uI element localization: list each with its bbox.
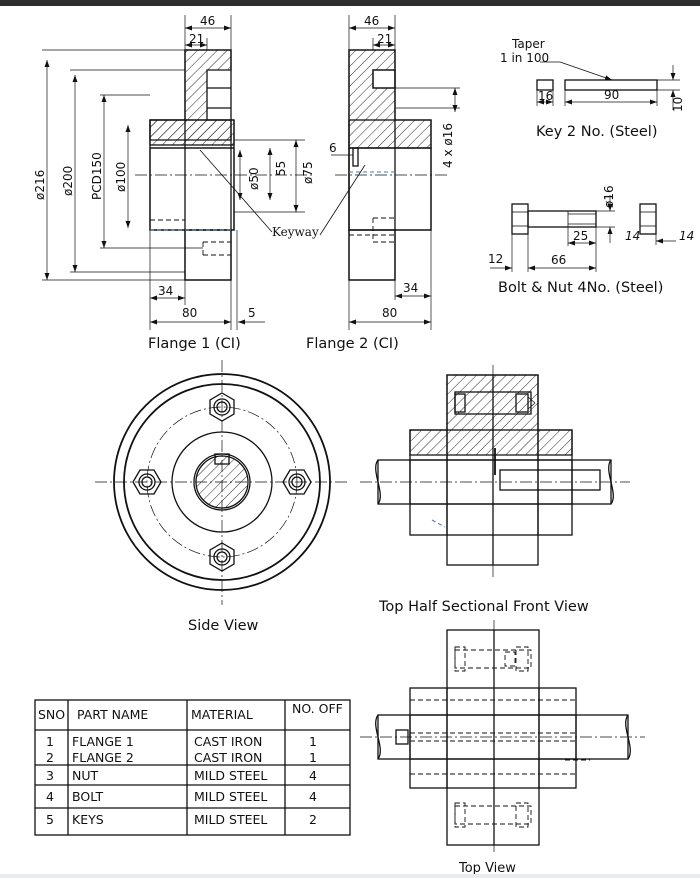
flange-1-hatched-rim	[149, 119, 235, 146]
svg-text:1: 1	[46, 734, 54, 749]
parts-table: SNO PART NAME MATERIAL NO. OFF 1 FLANGE …	[34, 699, 351, 836]
bolt-nut-view: ø16 25 66 12 14 14 Bolt & Nut 4No. (Stee…	[488, 185, 694, 296]
dim-f1-d200: ø200	[61, 166, 75, 196]
svg-text:KEYS: KEYS	[72, 812, 104, 827]
svg-text:MILD STEEL: MILD STEEL	[194, 789, 267, 804]
dim-f1-55: 55	[274, 161, 288, 176]
dim-bolt-25: 25	[573, 229, 588, 243]
svg-text:4: 4	[309, 789, 317, 804]
svg-text:FLANGE 1: FLANGE 1	[72, 734, 134, 749]
dim-f2-80: 80	[382, 306, 397, 320]
dim-f1-21: 21	[189, 32, 204, 46]
flange-2-title: Flange 2 (CI)	[306, 336, 399, 352]
key-title: Key 2 No. (Steel)	[536, 124, 658, 140]
svg-text:1: 1	[309, 734, 317, 749]
side-bolt-right	[282, 469, 312, 495]
svg-text:2: 2	[46, 750, 54, 765]
window-top-bar	[0, 0, 700, 6]
svg-text:MILD STEEL: MILD STEEL	[194, 812, 267, 827]
table-header-part-name: PART NAME	[77, 707, 148, 722]
dim-f1-d50: ø50	[247, 167, 261, 190]
dim-f1-pcd: PCD150	[90, 152, 104, 200]
svg-text:3: 3	[46, 768, 54, 783]
dim-key-16: 16	[538, 89, 553, 103]
dim-key-90: 90	[604, 88, 619, 102]
dim-f2-holes: 4 x ø16	[441, 123, 455, 168]
svg-text:NUT: NUT	[72, 768, 98, 783]
key-taper-label: Taper	[511, 37, 545, 51]
dim-f1-80: 80	[182, 306, 197, 320]
keyway-label: Keyway	[272, 225, 319, 239]
table-header-sno: SNO	[38, 707, 65, 722]
dim-f2-46: 46	[364, 14, 379, 28]
side-bolt-bottom	[209, 542, 235, 572]
table-row: 3 NUT MILD STEEL 4	[46, 768, 317, 783]
window-bottom-bar	[0, 874, 700, 878]
dim-f1-d216: ø216	[33, 170, 47, 200]
front-hatched-flanges	[409, 374, 573, 456]
svg-text:FLANGE 2: FLANGE 2	[72, 750, 134, 765]
side-bolt-left	[132, 469, 162, 495]
side-view: Side View	[95, 360, 350, 634]
table-row: 4 BOLT MILD STEEL 4	[46, 789, 317, 804]
flange-1-view: 46 21 ø216 ø200 PCD150 ø100 ø50 55 ø75 3…	[33, 14, 315, 352]
svg-text:BOLT: BOLT	[72, 789, 103, 804]
dim-f1-46: 46	[200, 14, 215, 28]
svg-text:1: 1	[309, 750, 317, 765]
svg-text:5: 5	[46, 812, 54, 827]
dim-f1-d100: ø100	[114, 162, 128, 192]
key-taper-ratio: 1 in 100	[500, 51, 549, 65]
svg-text:4: 4	[309, 768, 317, 783]
dim-f1-d75: ø75	[301, 161, 315, 184]
front-view-title: Top Half Sectional Front View	[378, 599, 589, 615]
top-view-title: Top View	[458, 861, 516, 876]
flange-2-view: 46 21 6 4 x ø16 34 80 Flange 2 (CI)	[306, 14, 460, 352]
dim-f2-21: 21	[377, 32, 392, 46]
table-row: 5 KEYS MILD STEEL 2	[46, 812, 317, 827]
dim-bolt-12: 12	[488, 252, 503, 266]
flange-1-title: Flange 1 (CI)	[148, 336, 241, 352]
dim-bolt-14a: 14	[625, 229, 640, 243]
svg-text:4: 4	[46, 789, 54, 804]
table-row: 1 FLANGE 1 CAST IRON 1	[46, 734, 317, 749]
dim-f2-34: 34	[403, 281, 418, 295]
dim-bolt-66: 66	[551, 253, 566, 267]
table-row: 2 FLANGE 2 CAST IRON 1	[46, 750, 317, 765]
svg-text:2: 2	[309, 812, 317, 827]
svg-text:CAST IRON: CAST IRON	[194, 734, 262, 749]
dim-f1-5: 5	[248, 306, 256, 320]
dim-bolt-14b: 14	[679, 229, 694, 243]
dim-f1-34: 34	[158, 284, 173, 298]
table-header-no-off: NO. OFF	[292, 701, 343, 716]
top-view: Top View	[360, 620, 645, 876]
flange-2-hatched-section	[348, 49, 432, 149]
dim-key-10: 10	[671, 97, 685, 112]
svg-text:CAST IRON: CAST IRON	[194, 750, 262, 765]
bolt-title: Bolt & Nut 4No. (Steel)	[498, 280, 663, 296]
svg-text:MILD STEEL: MILD STEEL	[194, 768, 267, 783]
dim-bolt-d16: ø16	[602, 185, 616, 208]
key-view: 16 90 10 Taper 1 in 100 Key 2 No. (Steel…	[500, 37, 685, 140]
side-view-title: Side View	[188, 618, 259, 634]
table-header-material: MATERIAL	[191, 707, 253, 722]
dim-f2-6: 6	[329, 141, 337, 155]
front-view: Top Half Sectional Front View	[360, 365, 630, 615]
side-bolt-top	[209, 392, 235, 422]
